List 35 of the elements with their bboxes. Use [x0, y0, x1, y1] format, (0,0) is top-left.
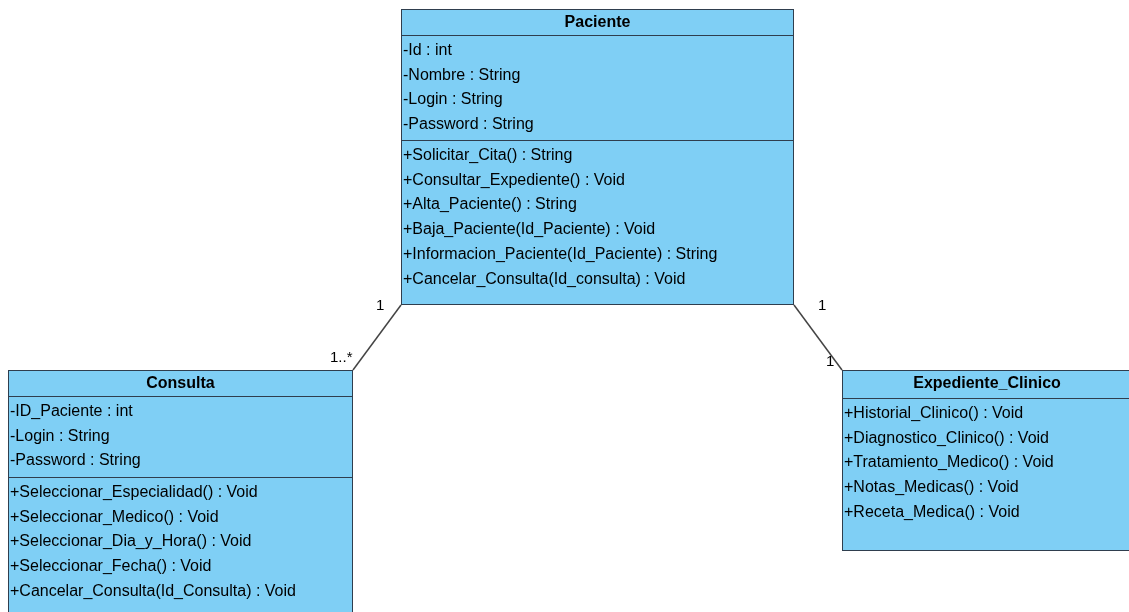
method-text: +Seleccionar_Medico() : Void — [9, 506, 219, 527]
attribute-text: -Nombre : String — [402, 64, 521, 85]
attribute-text: -Id : int — [402, 40, 452, 60]
multiplicity-label: 1 — [376, 296, 385, 313]
attribute-text: -Login : String — [9, 425, 110, 446]
multiplicity-label: 1 — [826, 352, 835, 369]
attribute-text: -ID_Paciente : int — [9, 401, 133, 421]
method-text: +Seleccionar_Especialidad() : Void — [9, 482, 258, 502]
association-line — [352, 304, 402, 371]
attribute-text: -Password : String — [402, 114, 534, 135]
class-box — [8, 370, 353, 612]
method-text: +Informacion_Paciente(Id_Paciente) : String — [402, 243, 718, 264]
method-text: +Tratamiento_Medico() : Void — [843, 452, 1054, 473]
method-text: +Baja_Paciente(Id_Paciente) : Void — [402, 219, 656, 240]
association-line — [793, 304, 843, 371]
method-text: +Cancelar_Consulta(Id_consulta) : Void — [402, 268, 686, 289]
attribute-text: -Login : String — [402, 89, 503, 110]
multiplicity-label: 1 — [818, 296, 827, 313]
method-text: +Consultar_Expediente() : Void — [402, 169, 625, 190]
class-box — [842, 370, 1129, 551]
method-text: +Alta_Paciente() : String — [402, 194, 577, 215]
class-name: Paciente — [563, 12, 632, 32]
method-text: +Cancelar_Consulta(Id_Consulta) : Void — [9, 580, 296, 601]
multiplicity-label: 1..* — [330, 348, 353, 365]
method-text: +Receta_Medica() : Void — [843, 501, 1020, 522]
method-text: +Seleccionar_Fecha() : Void — [9, 556, 212, 577]
method-text: +Solicitar_Cita() : String — [402, 145, 573, 165]
attribute-text: -Password : String — [9, 450, 141, 471]
method-text: +Seleccionar_Dia_y_Hora() : Void — [9, 531, 252, 552]
class-box — [401, 9, 794, 305]
method-text: +Notas_Medicas() : Void — [843, 477, 1019, 498]
method-text: +Diagnostico_Clinico() : Void — [843, 427, 1049, 448]
class-name: Consulta — [145, 373, 216, 393]
method-text: +Historial_Clinico() : Void — [843, 403, 1024, 423]
class-name: Expediente_Clinico — [912, 373, 1062, 393]
